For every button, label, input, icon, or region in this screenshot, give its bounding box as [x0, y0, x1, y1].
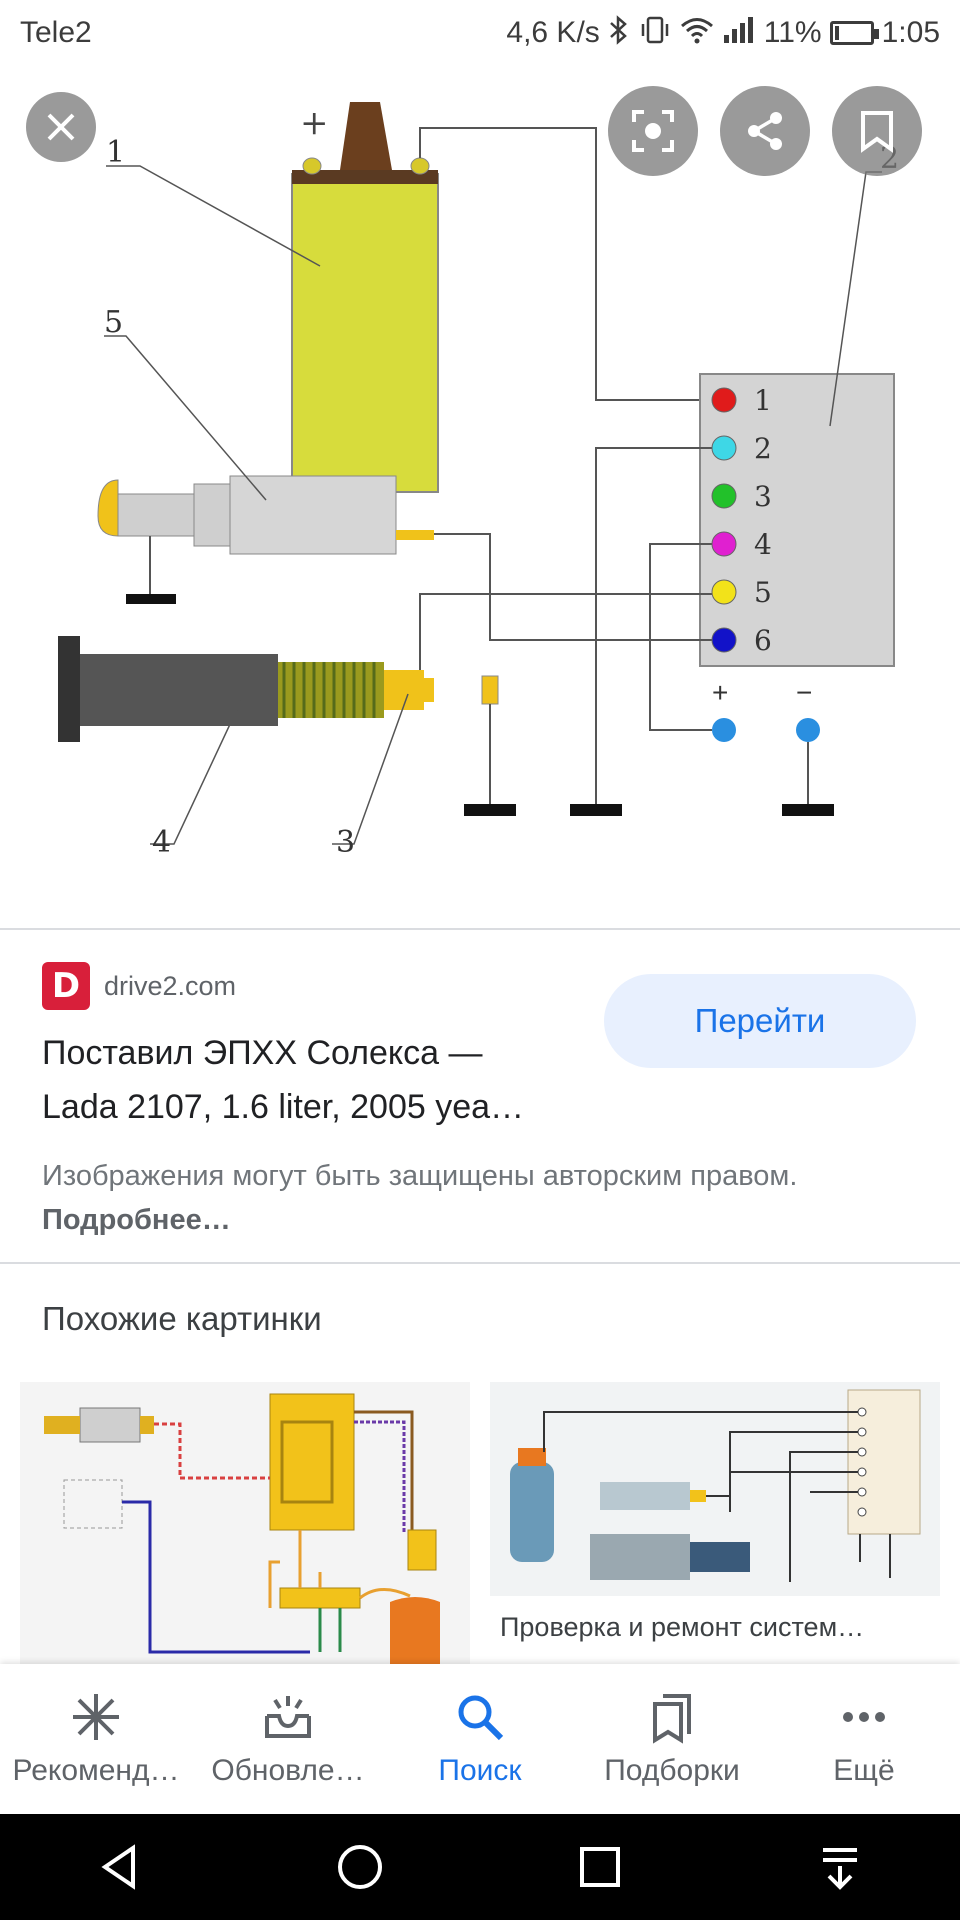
- result-title-line-2: Lada 2107, 1.6 liter, 2005 yea…: [42, 1088, 525, 1126]
- nav-label: Рекоменд…: [12, 1754, 180, 1787]
- connector-pin: [711, 579, 737, 605]
- share-icon: [748, 112, 782, 150]
- updates-tray-icon: [265, 1696, 311, 1738]
- nav-search[interactable]: Поиск: [384, 1664, 576, 1814]
- svg-text:+: +: [300, 103, 329, 143]
- image-viewer[interactable]: + + −: [0, 66, 960, 928]
- bluetooth-icon: [608, 14, 630, 52]
- copyright-text: Изображения могут быть защищены авторски…: [42, 1160, 798, 1192]
- close-button[interactable]: [26, 92, 96, 162]
- plus-terminal-label: +: [712, 677, 728, 708]
- system-navigation-bar: [0, 1814, 960, 1920]
- nav-recommendations[interactable]: Рекоменд…: [0, 1664, 192, 1814]
- connector-pin-label: 4: [754, 528, 772, 561]
- copyright-notice: Изображения могут быть защищены авторски…: [42, 1154, 902, 1242]
- nav-label: Поиск: [438, 1754, 522, 1787]
- battery-percent: 11%: [763, 16, 822, 49]
- home-icon[interactable]: [335, 1842, 385, 1892]
- thumbnail-diagram-1: [44, 1393, 440, 1664]
- nav-label: Обновле…: [211, 1754, 365, 1787]
- wifi-icon: [680, 15, 714, 52]
- nav-label: Ещё: [833, 1754, 895, 1787]
- recents-icon[interactable]: [575, 1842, 625, 1892]
- nav-updates[interactable]: Обновле…: [192, 1664, 384, 1814]
- connector-pins: 1 2 3 4 5 6: [711, 384, 772, 657]
- result-title[interactable]: Поставил ЭПХХ Солекса — Lada 2107, 1.6 l…: [42, 1026, 582, 1134]
- connector-pin-label: 2: [754, 432, 772, 465]
- similar-image-caption-2[interactable]: Проверка и ремонт систем…: [500, 1612, 865, 1642]
- status-bar: Tele2 4,6 K/s 11% 1:05: [0, 0, 960, 66]
- connector-pin: [711, 531, 737, 557]
- save-bookmark-button[interactable]: [832, 86, 922, 176]
- divider: [0, 928, 960, 930]
- diagram-label-3: 3: [336, 825, 355, 860]
- thumbnail-diagram-2: [510, 1389, 921, 1582]
- share-button[interactable]: [720, 86, 810, 176]
- divider: [0, 1262, 960, 1264]
- vibrate-icon: [638, 15, 672, 52]
- source-link[interactable]: D drive2.com: [42, 962, 236, 1010]
- source-domain: drive2.com: [104, 970, 237, 1001]
- similar-images-heading: Похожие картинки: [42, 1300, 322, 1337]
- nav-label: Подборки: [604, 1754, 740, 1787]
- connector-pin: [711, 387, 737, 413]
- nav-more[interactable]: Ещё: [768, 1664, 960, 1814]
- lens-scan-icon: [632, 110, 674, 152]
- notifications-pulldown-icon[interactable]: [815, 1842, 865, 1892]
- signal-icon: [722, 15, 756, 52]
- learn-more-link[interactable]: Подробнее…: [42, 1204, 231, 1236]
- collections-icon: [653, 1694, 691, 1744]
- bottom-navigation: Рекоменд… Обновле… Поиск Подборки Ещё: [0, 1664, 960, 1814]
- clock: 1:05: [881, 16, 940, 49]
- minus-terminal-label: −: [796, 677, 812, 708]
- site-favicon: D: [42, 962, 90, 1010]
- connector-pin: [711, 483, 737, 509]
- status-icons: 4,6 K/s 11% 1:05: [506, 14, 940, 52]
- search-icon: [458, 1695, 504, 1741]
- visit-button[interactable]: Перейти: [604, 974, 916, 1068]
- similar-image-thumbnail-1[interactable]: [20, 1382, 470, 1664]
- connector-pin-label: 5: [754, 576, 772, 609]
- connector-pin-label: 6: [754, 624, 772, 657]
- bookmark-icon: [861, 111, 893, 153]
- lens-button[interactable]: [608, 86, 698, 176]
- diagram-label-4: 4: [152, 825, 171, 860]
- nav-collections[interactable]: Подборки: [576, 1664, 768, 1814]
- connector-pin-label: 1: [754, 384, 772, 417]
- more-dots-icon: [843, 1712, 885, 1722]
- asterisk-icon: [73, 1694, 119, 1740]
- close-icon: [47, 113, 75, 141]
- carrier-label: Tele2: [20, 16, 92, 49]
- wiring-diagram-image: + + −: [58, 102, 899, 860]
- back-icon[interactable]: [95, 1842, 145, 1892]
- connector-pin: [711, 627, 737, 653]
- result-title-line-1: Поставил ЭПХХ Солекса —: [42, 1034, 483, 1072]
- diagram-label-5: 5: [104, 305, 123, 340]
- diagram-label-1: 1: [106, 135, 125, 170]
- connector-pin: [711, 435, 737, 461]
- network-speed: 4,6 K/s: [506, 16, 600, 49]
- connector-pin-label: 3: [754, 480, 772, 513]
- similar-image-thumbnail-2[interactable]: [490, 1382, 940, 1596]
- battery-icon: [829, 21, 879, 45]
